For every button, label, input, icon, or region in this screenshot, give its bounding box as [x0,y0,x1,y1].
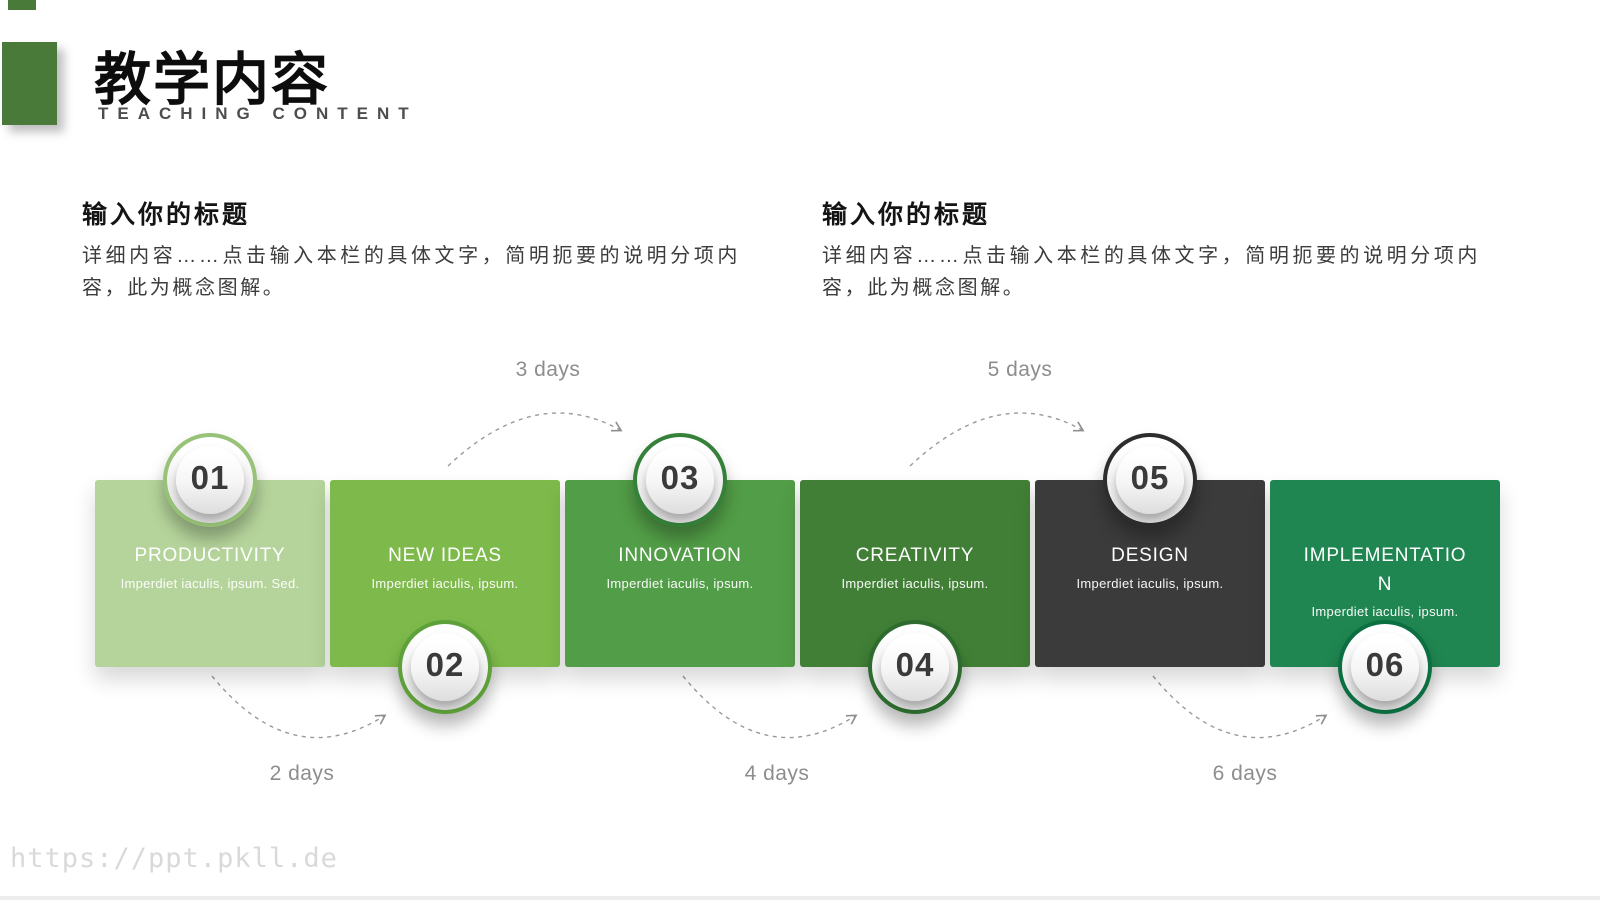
timeline-step-creativity: CREATIVITY Imperdiet iaculis, ipsum. 04 [800,480,1030,714]
badge-number: 02 [411,633,479,701]
badge-number: 04 [881,633,949,701]
intro-body[interactable]: 详细内容……点击输入本栏的具体文字，简明扼要的说明分项内容，此为概念图解。 [822,245,1480,300]
step-subtitle: Imperdiet iaculis, ipsum. [841,575,989,591]
step-title: INNOVATION [618,545,742,566]
step-number-badge[interactable]: 03 [633,433,727,527]
badge-number: 03 [646,446,714,514]
step-title: NEW IDEAS [388,545,502,566]
badge-number: 01 [176,446,244,514]
step-subtitle: Imperdiet iaculis, ipsum. [606,575,754,591]
step-subtitle: Imperdiet iaculis, ipsum. [1311,604,1459,619]
arrow-arc-4days [682,675,858,739]
step-subtitle: Imperdiet iaculis, ipsum. [1076,575,1224,591]
timeline-step-new-ideas: NEW IDEAS Imperdiet iaculis, ipsum. 02 [330,480,560,714]
duration-label: 5 days [987,358,1053,381]
timeline-step-design: DESIGN Imperdiet iaculis, ipsum. 05 [1035,433,1265,667]
intro-block-right[interactable]: 输入你的标题 详细内容……点击输入本栏的具体文字，简明扼要的说明分项内容，此为概… [822,195,1480,305]
duration-label: 6 days [1212,762,1278,785]
step-number-badge[interactable]: 06 [1338,620,1432,714]
title-accent-square [2,42,57,125]
timeline-step-productivity: PRODUCTIVITY Imperdiet iaculis, ipsum. S… [95,433,325,667]
duration-label: 3 days [515,358,581,381]
step-subtitle: Imperdiet iaculis, ipsum. Sed. [120,575,300,591]
intro-body[interactable]: 详细内容……点击输入本栏的具体文字，简明扼要的说明分项内容，此为概念图解。 [82,245,740,300]
badge-number: 05 [1116,446,1184,514]
step-title: PRODUCTIVITY [134,545,286,566]
step-box[interactable]: IMPLEMENTATION Imperdiet iaculis, ipsum. [1270,480,1500,667]
corner-accent-mark [8,0,36,10]
step-title: CREATIVITY [855,545,975,566]
timeline-step-innovation: INNOVATION Imperdiet iaculis, ipsum. 03 [565,433,795,667]
arrow-arc-2days [211,675,387,739]
duration-label: 4 days [744,762,810,785]
intro-block-left[interactable]: 输入你的标题 详细内容……点击输入本栏的具体文字，简明扼要的说明分项内容，此为概… [82,195,740,305]
watermark-url: https://ppt.pkll.de [10,843,338,874]
timeline-step-implementation: IMPLEMENTATION Imperdiet iaculis, ipsum.… [1270,480,1500,714]
arrow-arc-5days [909,412,1085,467]
step-subtitle: Imperdiet iaculis, ipsum. [371,575,519,591]
step-title: IMPLEMENTATION [1303,545,1467,595]
step-number-badge[interactable]: 02 [398,620,492,714]
intro-heading[interactable]: 输入你的标题 [822,201,991,229]
step-title: DESIGN [1111,545,1189,566]
arrow-arc-3days [447,412,623,467]
step-number-badge[interactable]: 01 [163,433,257,527]
page-title: 教学内容 [94,48,330,112]
arrow-arc-6days [1152,675,1328,739]
page-subtitle: TEACHING CONTENT [98,104,418,123]
badge-number: 06 [1351,633,1419,701]
duration-label: 2 days [269,762,335,785]
intro-heading[interactable]: 输入你的标题 [82,201,251,229]
step-number-badge[interactable]: 05 [1103,433,1197,527]
step-number-badge[interactable]: 04 [868,620,962,714]
